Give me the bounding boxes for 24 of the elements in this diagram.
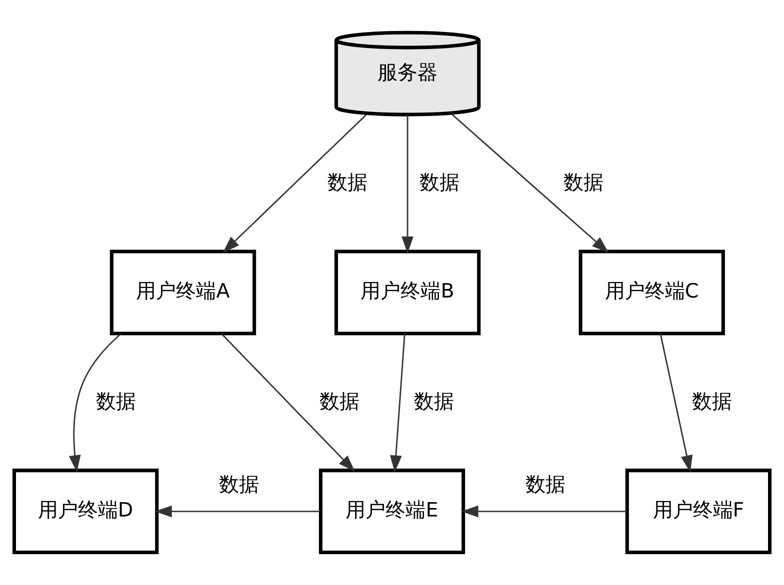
edge-label: 数据 xyxy=(96,390,136,413)
arrow xyxy=(220,333,356,472)
node-box: 用户终端F xyxy=(625,468,772,554)
node-box: 用户终端B xyxy=(334,250,481,336)
arrow xyxy=(154,505,320,518)
node-box: 用户终端A xyxy=(110,250,256,336)
edge-label: 数据 xyxy=(525,473,566,496)
arrow xyxy=(402,114,414,254)
edge-label: 数据 xyxy=(328,170,368,194)
edge-label: 数据 xyxy=(564,170,604,194)
arrow xyxy=(390,334,406,472)
node-box: 用户终端E xyxy=(318,468,466,554)
edge-label: 数据 xyxy=(219,473,259,496)
edge-label: 数据 xyxy=(420,170,460,194)
arrow xyxy=(68,333,122,472)
node-box: 用户终端C xyxy=(578,250,725,336)
edge-label: 数据 xyxy=(414,390,454,413)
node-box: 用户终端D xyxy=(12,468,159,554)
arrow xyxy=(461,505,627,518)
edge-label: 数据 xyxy=(692,390,732,413)
arrow xyxy=(451,114,609,253)
arrow xyxy=(660,333,693,472)
edge-label: 数据 xyxy=(319,390,360,413)
arrow xyxy=(222,114,367,253)
